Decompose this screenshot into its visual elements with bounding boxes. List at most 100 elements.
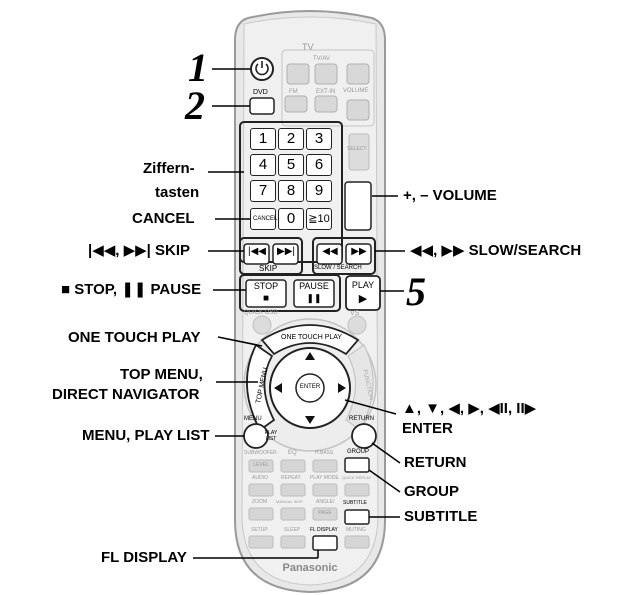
stop-button [245,279,287,308]
play-list-key-label: PLAY LIST [264,430,278,442]
digit-key-1[interactable]: 1 [250,128,276,150]
power-button [250,57,274,81]
label-fl-display: FL DISPLAY [101,549,187,566]
up-arrow-icon [305,352,315,360]
dvd-label: DVD [253,89,268,96]
audio-button [248,483,274,497]
quick-replay-label: QUICK REPLAY [342,475,372,480]
digit-key-2[interactable]: 2 [278,128,304,150]
play-mode-button [312,483,338,497]
fl-display-key-label: FL DISPLAY [310,527,338,533]
top-menu-button [246,343,276,432]
level-label: LEVEL [253,462,269,468]
digit-key-6[interactable]: 6 [306,154,332,176]
search-forward-button [345,243,372,265]
skip-next-button [272,243,299,265]
tv-volume-minus [346,99,370,121]
sleep-label: SLEEP [284,527,301,533]
label-ziffern-1: Ziffern- [143,160,195,177]
enter-key-label: ENTER [299,384,321,390]
tv-power-button [286,63,310,85]
label-subtitle: SUBTITLE [404,508,478,525]
manual-skip-label: MANUAL SKIP [276,499,303,504]
tvav-label: TV/AV [313,56,330,62]
one-touch-play-key-label: ONE TOUCH PLAY [281,334,343,341]
level-button [248,459,274,473]
label-one-touch-play: ONE TOUCH PLAY [68,329,201,346]
setup-label: SETUP [251,527,268,533]
digit-key-8[interactable]: 8 [278,180,304,202]
step-1: 1 [188,45,208,90]
digit-key-0[interactable]: 0 [278,208,304,230]
label-top-menu-2: DIRECT NAVIGATOR [52,386,200,403]
key-10-plus[interactable]: ≧10 [306,208,332,230]
page-label: PAGE [318,510,332,516]
stop-icon: ■ [262,293,270,304]
extin-button [314,95,338,113]
digit-key-3[interactable]: 3 [306,128,332,150]
label-enter: ENTER [402,420,453,437]
quick-osd-label: QUICK OSD [244,310,278,316]
angle-page-button [312,507,338,521]
one-touch-play-button [260,324,360,356]
select-label: SELECT [347,146,367,152]
function-button [345,344,374,431]
tv-volume-plus [346,63,370,85]
dvd-button [249,97,275,115]
search-forward-icon: ▶▶ [351,246,367,257]
label-group: GROUP [404,483,460,500]
angle-label: ANGLE/ [316,499,335,505]
zoom-button [248,507,274,521]
cancel-key-label: CANCEL [253,216,278,222]
vs-label: VS [350,310,360,317]
label-cursor: ▲, ▼, ◀, ▶, ◀II, II▶ [402,400,537,417]
label-top-menu-1: TOP MENU, [120,366,203,383]
step-2: 2 [185,83,205,128]
eq-button [280,459,306,473]
sleep-button [280,535,306,549]
play-mode-label: PLAY MODE [310,475,339,481]
pause-button [293,279,335,308]
slow-search-key-label: SLOW / SEARCH [314,265,362,271]
menu-key-label: MENU [244,416,262,422]
tvav-button [314,63,338,85]
quick-osd-button [252,315,272,335]
skip-key-label: SKIP [259,264,278,273]
tv-label: TV [302,42,314,52]
fl-display-button [312,535,338,551]
muting-button [344,535,370,549]
callout-lines [193,68,405,559]
left-arrow-icon [274,383,282,393]
digit-key-5[interactable]: 5 [278,154,304,176]
digit-key-4[interactable]: 4 [250,154,276,176]
right-arrow-icon [338,383,346,393]
quick-replay-button [344,483,370,497]
manual-skip-button [280,507,306,521]
play-icon: ▶ [358,293,368,305]
select-button [348,133,370,171]
cancel-key[interactable] [250,208,276,230]
pause-key-label: PAUSE [299,281,329,291]
digit-key-9[interactable]: 9 [306,180,332,202]
search-back-button [316,243,343,265]
return-key-label: RETURN [349,416,374,422]
zoom-label: ZOOM [252,499,267,505]
group-key-label: GROUP [347,449,370,455]
volume-button [344,181,372,231]
label-menu-play-list: MENU, PLAY LIST [82,427,210,444]
label-slow-search: ◀◀, ▶▶ SLOW/SEARCH [410,242,582,259]
repeat-button [280,483,306,497]
eq-label: EQ [288,450,297,456]
setup-button [248,535,274,549]
pause-icon: ❚❚ [306,293,322,303]
step-5: 5 [406,269,426,314]
vs-button [347,315,367,335]
muting-label: MUTING [346,527,366,533]
play-button [345,275,381,311]
label-return: RETURN [404,454,467,471]
digit-key-7[interactable]: 7 [250,180,276,202]
fm-label: FM [289,89,298,95]
subtitle-button [344,509,370,525]
fm-button [284,95,308,113]
